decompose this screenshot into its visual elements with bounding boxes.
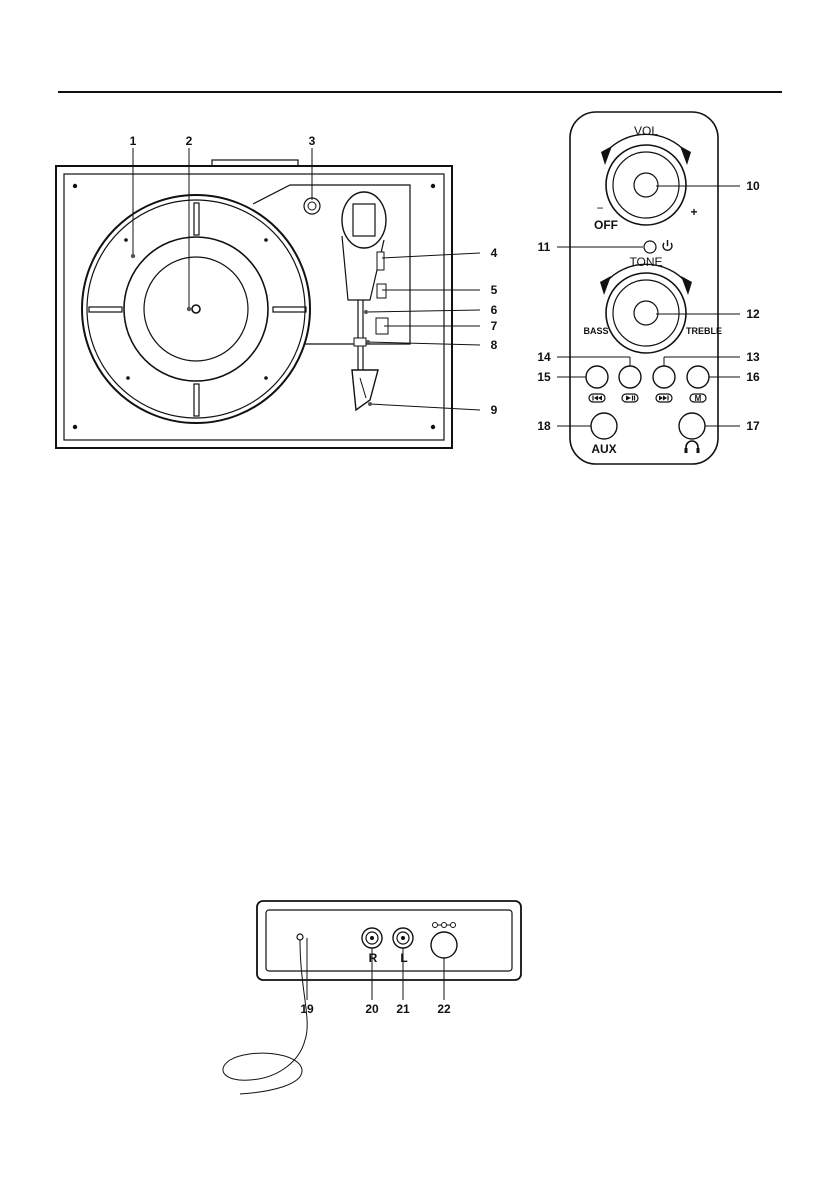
off-label: OFF (594, 218, 618, 232)
spindle (192, 305, 200, 313)
ground-terminal[interactable] (297, 934, 303, 940)
callout-13: 13 (746, 350, 760, 364)
volume-knob[interactable] (606, 145, 686, 225)
next-track-icon (656, 394, 672, 402)
callout-15: 15 (537, 370, 551, 384)
callout-17: 17 (746, 419, 760, 433)
mode-icon: M (690, 394, 706, 403)
callout-16: 16 (746, 370, 760, 384)
mode-button[interactable] (687, 366, 709, 388)
mode-glyph: M (695, 394, 702, 403)
callout-14: 14 (537, 350, 551, 364)
vol-label: VOL (634, 124, 658, 138)
callout-18: 18 (537, 419, 551, 433)
minus-symbol: − (596, 201, 603, 215)
callout-6: 6 (491, 303, 498, 317)
callout-1: 1 (130, 134, 137, 148)
tone-knob[interactable] (606, 273, 686, 353)
callout-2: 2 (186, 134, 193, 148)
rca-l-label: L (400, 951, 407, 965)
prev-button[interactable] (586, 366, 608, 388)
adapter-45rpm (304, 198, 320, 214)
treble-label: TREBLE (686, 326, 722, 336)
bass-label: BASS (583, 326, 608, 336)
rca-r-label: R (369, 951, 378, 965)
callout-9: 9 (491, 403, 498, 417)
callout-5: 5 (491, 283, 498, 297)
callout-21: 21 (396, 1002, 410, 1016)
callout-8: 8 (491, 338, 498, 352)
tone-label: TONE (629, 255, 662, 269)
aux-label: AUX (591, 442, 616, 456)
callout-12: 12 (746, 307, 760, 321)
play-pause-icon (622, 394, 638, 402)
callout-20: 20 (365, 1002, 379, 1016)
prev-track-icon (589, 394, 605, 402)
plus-symbol: + (690, 205, 697, 219)
callout-11: 11 (538, 240, 551, 254)
dc-power-jack[interactable] (431, 932, 457, 958)
callout-4: 4 (491, 246, 498, 260)
headphone-jack[interactable] (679, 413, 705, 439)
next-button[interactable] (653, 366, 675, 388)
callout-19: 19 (300, 1002, 314, 1016)
aux-jack[interactable] (591, 413, 617, 439)
callout-10: 10 (746, 179, 760, 193)
play-pause-button[interactable] (619, 366, 641, 388)
control-panel: VOL − OFF + TONE BASS TREBLE (570, 112, 722, 464)
power-led (644, 241, 656, 253)
callout-3: 3 (309, 134, 316, 148)
callout-7: 7 (491, 319, 498, 333)
callout-22: 22 (437, 1002, 451, 1016)
